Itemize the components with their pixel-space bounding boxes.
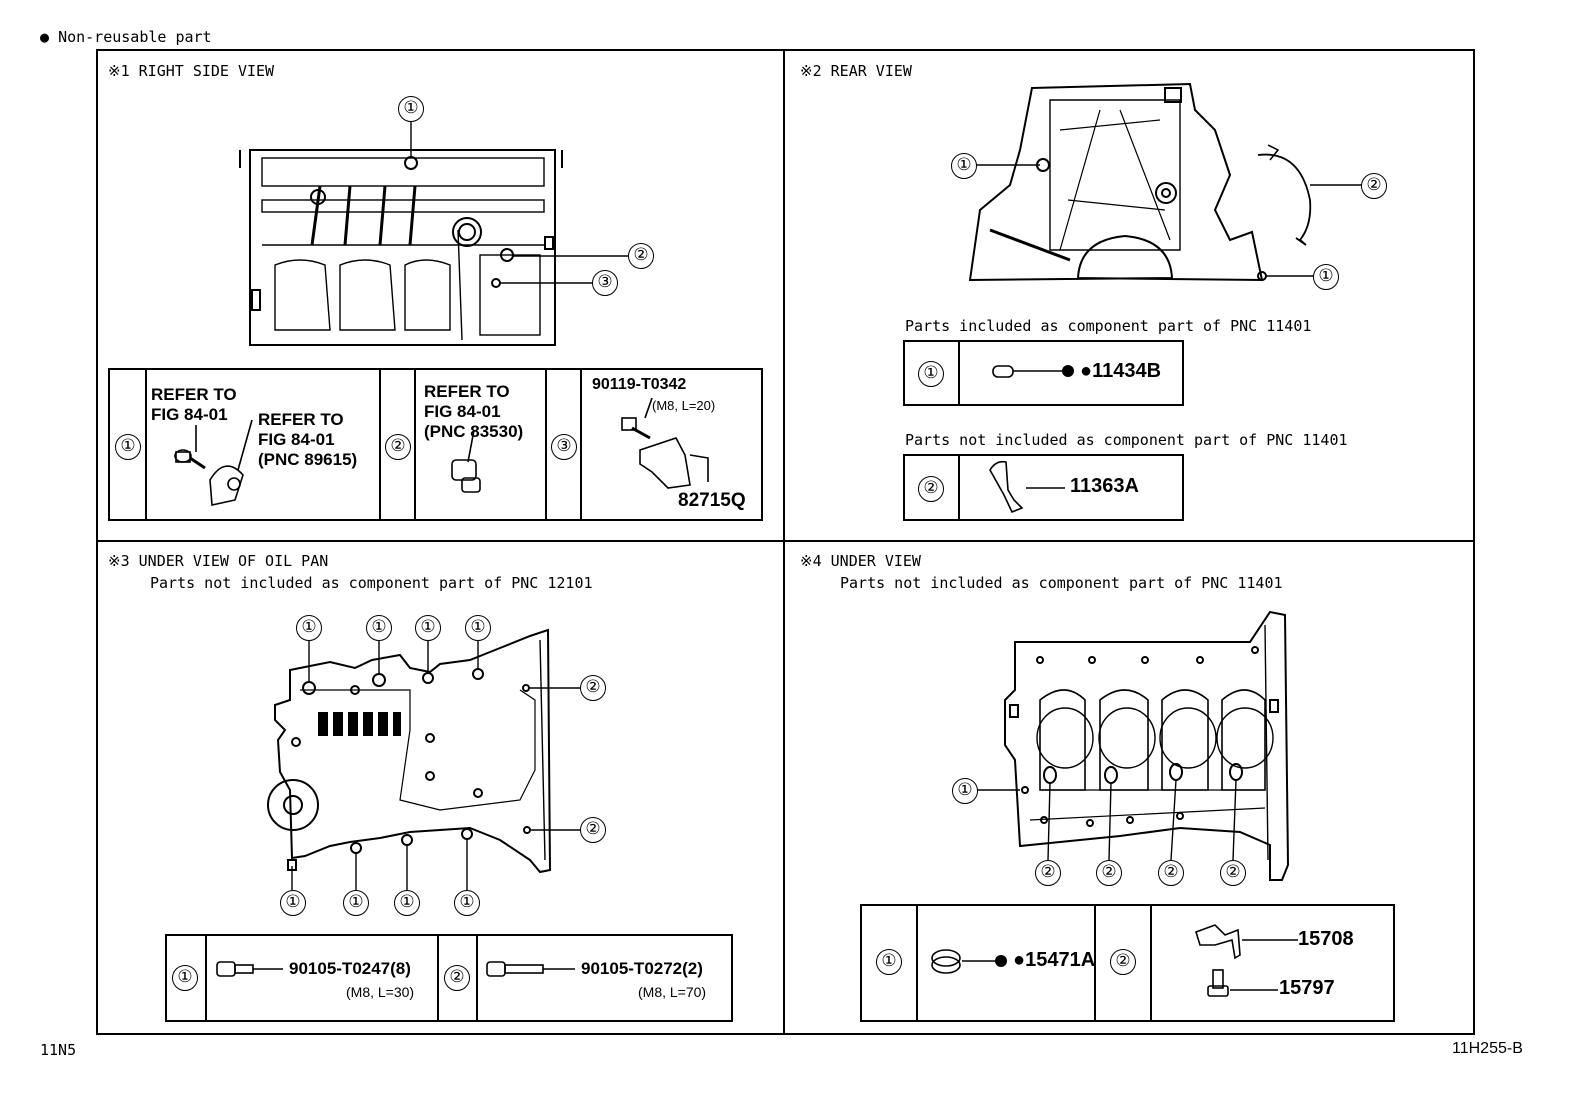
- part-number-11363a: 11363A: [1070, 475, 1139, 497]
- oil-pan-callout-1: ①: [366, 615, 392, 641]
- horizontal-divider: [96, 540, 1475, 542]
- rear-callout-2: ②: [1361, 173, 1387, 199]
- under-callout-1: ①: [952, 778, 978, 804]
- part-number-90105-t0272: 90105-T0272(2): [581, 959, 703, 978]
- oil-pan-callout-1: ①: [296, 615, 322, 641]
- footer-left-code: 11N5: [40, 1041, 77, 1059]
- oil-pan-callout-1: ①: [343, 890, 369, 916]
- table-divider: [958, 340, 960, 406]
- panel-oil-pan-title: ※3 UNDER VIEW OF OIL PAN: [108, 552, 329, 570]
- table-num-3: ③: [551, 434, 577, 460]
- part-number-15797: 15797: [1279, 977, 1335, 999]
- table-divider: [205, 934, 207, 1022]
- panel-rear-title: ※2 REAR VIEW: [800, 62, 912, 80]
- vertical-divider: [783, 49, 785, 1035]
- table-divider: [379, 368, 381, 521]
- under-callout-2: ②: [1220, 860, 1246, 886]
- legend-text: Non-reusable part: [58, 28, 212, 46]
- oil-pan-table-num-1: ①: [172, 965, 198, 991]
- table-divider: [958, 454, 960, 521]
- oil-pan-caption: Parts not included as component part of …: [150, 574, 593, 592]
- oil-pan-callout-1: ①: [415, 615, 441, 641]
- legend: ● Non-reusable part: [40, 28, 212, 46]
- part-number-90105-t0247: 90105-T0247(8): [289, 959, 411, 978]
- diagram-frame: [96, 49, 1475, 1035]
- oil-pan-callout-2: ②: [580, 675, 606, 701]
- table-divider: [414, 368, 416, 521]
- table-divider: [476, 934, 478, 1022]
- oil-pan-callout-1: ①: [454, 890, 480, 916]
- reference-pnc-89615: REFER TO FIG 84-01 (PNC 89615): [258, 410, 358, 469]
- table-num-2: ②: [385, 434, 411, 460]
- table-divider: [545, 368, 547, 521]
- part-spec: (M8, L=30): [346, 984, 415, 1000]
- footer-right-code: 11H255-B: [1452, 1040, 1523, 1057]
- table-divider: [1150, 904, 1152, 1022]
- part-number-90119-t0342: 90119-T0342: [592, 376, 687, 393]
- part-spec: (M8, L=70): [638, 984, 707, 1000]
- callout-2: ②: [628, 243, 654, 269]
- table-divider: [580, 368, 582, 521]
- included-caption: Parts included as component part of PNC …: [905, 317, 1312, 335]
- under-callout-2: ②: [1035, 860, 1061, 886]
- part-number-11434b: ●11434B: [1080, 360, 1162, 382]
- callout-1: ①: [398, 96, 424, 122]
- under-callout-2: ②: [1158, 860, 1184, 886]
- rear-callout-1-top: ①: [951, 153, 977, 179]
- table-divider: [145, 368, 147, 521]
- right-side-parts-table: [108, 368, 763, 521]
- oil-pan-callout-1: ①: [394, 890, 420, 916]
- panel-right-side-title: ※1 RIGHT SIDE VIEW: [108, 62, 275, 80]
- panel-under-title: ※4 UNDER VIEW: [800, 552, 921, 570]
- under-table-num-1: ①: [876, 949, 902, 975]
- callout-3: ③: [592, 270, 618, 296]
- part-spec: (M8, L=20): [652, 398, 716, 413]
- part-number-15708: 15708: [1298, 928, 1354, 950]
- table-divider: [1094, 904, 1096, 1022]
- under-callout-2: ②: [1096, 860, 1122, 886]
- under-table-num-2: ②: [1110, 949, 1136, 975]
- part-number-82715q: 82715Q: [678, 490, 746, 511]
- table-divider: [437, 934, 439, 1022]
- table-num-1: ①: [115, 434, 141, 460]
- reference-pnc-83530: REFER TO FIG 84-01 (PNC 83530): [424, 382, 524, 441]
- oil-pan-callout-1: ①: [280, 890, 306, 916]
- table-divider: [916, 904, 918, 1022]
- not-included-num: ②: [918, 476, 944, 502]
- included-num: ①: [918, 361, 944, 387]
- not-included-caption: Parts not included as component part of …: [905, 431, 1348, 449]
- not-included-parts-table: [903, 454, 1184, 521]
- legend-marker: ●: [40, 28, 50, 46]
- oil-pan-parts-table: [165, 934, 733, 1022]
- part-number-15471a: ●15471A: [1013, 949, 1096, 971]
- oil-pan-table-num-2: ②: [444, 965, 470, 991]
- oil-pan-callout-1: ①: [465, 615, 491, 641]
- included-parts-table: [903, 340, 1184, 406]
- under-caption: Parts not included as component part of …: [840, 574, 1283, 592]
- under-parts-table: [860, 904, 1395, 1022]
- rear-callout-1-bottom: ①: [1313, 264, 1339, 290]
- reference-fig-84-01: REFER TO FIG 84-01: [151, 385, 237, 424]
- oil-pan-callout-2: ②: [580, 817, 606, 843]
